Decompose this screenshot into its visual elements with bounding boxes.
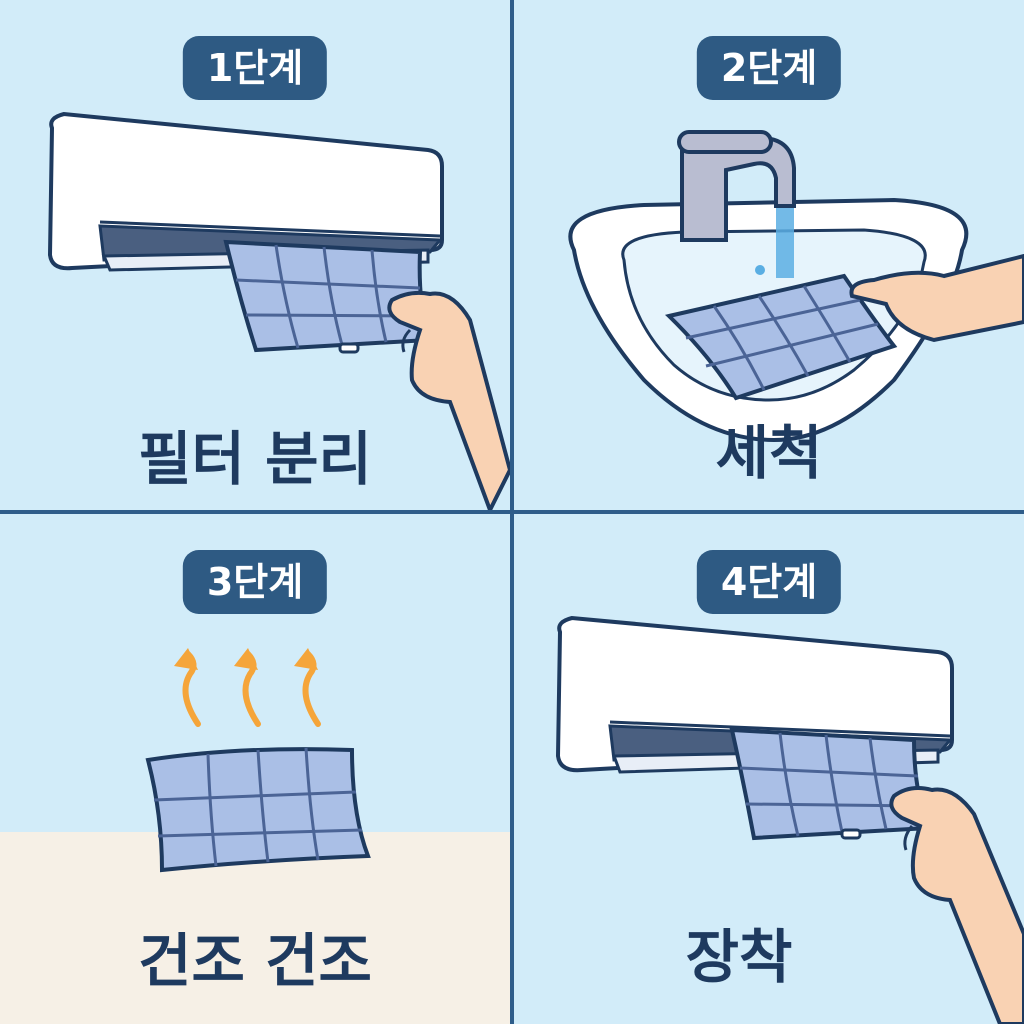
step-4-badge: 4단계: [696, 550, 842, 614]
water-stream: [776, 208, 794, 278]
filter-grid: [235, 244, 425, 349]
sink-washing-illustration: [568, 130, 1024, 443]
step-3-caption: 건조 건조: [138, 927, 372, 995]
ac-filter-installation-illustration: [555, 615, 1024, 1024]
step-4-caption: 장착: [685, 923, 793, 991]
faucet: [680, 135, 796, 242]
step-2-caption: 세척: [715, 419, 823, 487]
filter-grid: [685, 285, 879, 391]
step-2-badge: 2단계: [696, 36, 842, 100]
filter-drying-illustration: [0, 648, 510, 1024]
hand: [849, 253, 1024, 343]
ac-vent-line: [609, 720, 951, 738]
hand: [889, 786, 1024, 1024]
filter: [145, 747, 371, 873]
step-1-caption: 필터 분리: [138, 425, 372, 493]
step-3-badge: 3단계: [182, 550, 328, 614]
ac-vent-line: [99, 220, 441, 238]
step-1-badge: 1단계: [182, 36, 328, 100]
filter: [729, 727, 931, 841]
hand: [387, 290, 510, 510]
step-2-panel: 2단계 세척: [514, 0, 1024, 510]
drying-arrow-heads: [174, 648, 318, 670]
step-1-panel: 1단계 필터 분리: [0, 0, 510, 510]
filter-tab: [338, 342, 360, 354]
filter-tab: [840, 828, 862, 840]
faucet-handle: [677, 130, 773, 154]
filter-grid: [153, 747, 363, 867]
water-drop: [755, 265, 765, 275]
ac-filter-removal-illustration: [47, 111, 510, 510]
step-3-panel: 3단계 건조 건조: [0, 514, 510, 1024]
step-4-panel: 4단계 장착: [514, 514, 1024, 1024]
